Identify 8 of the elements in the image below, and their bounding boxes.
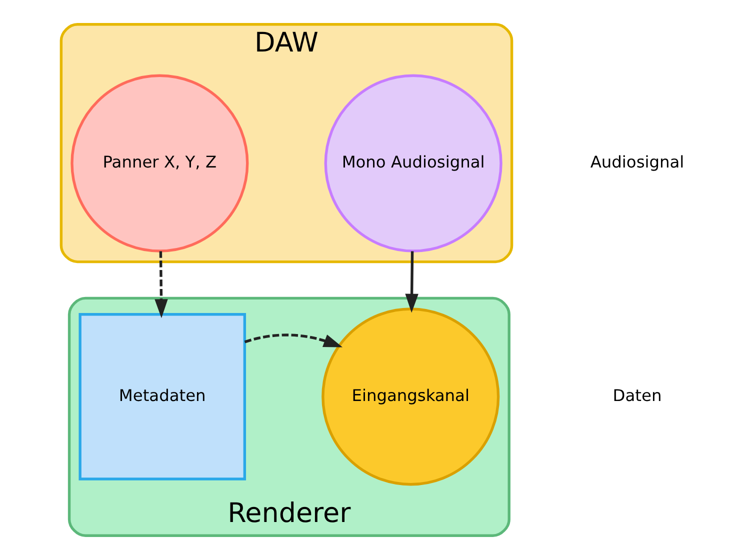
node-circle: Panner X, Y, Z bbox=[70, 74, 248, 252]
arrow bbox=[154, 251, 168, 318]
legend-label: Audiosignal bbox=[590, 152, 684, 172]
arrow bbox=[244, 334, 342, 348]
node-circle: Mono Audiosignal bbox=[324, 74, 502, 252]
arrow bbox=[404, 251, 418, 313]
node-box: Metadaten bbox=[78, 313, 246, 480]
legend-label: Daten bbox=[612, 386, 662, 405]
